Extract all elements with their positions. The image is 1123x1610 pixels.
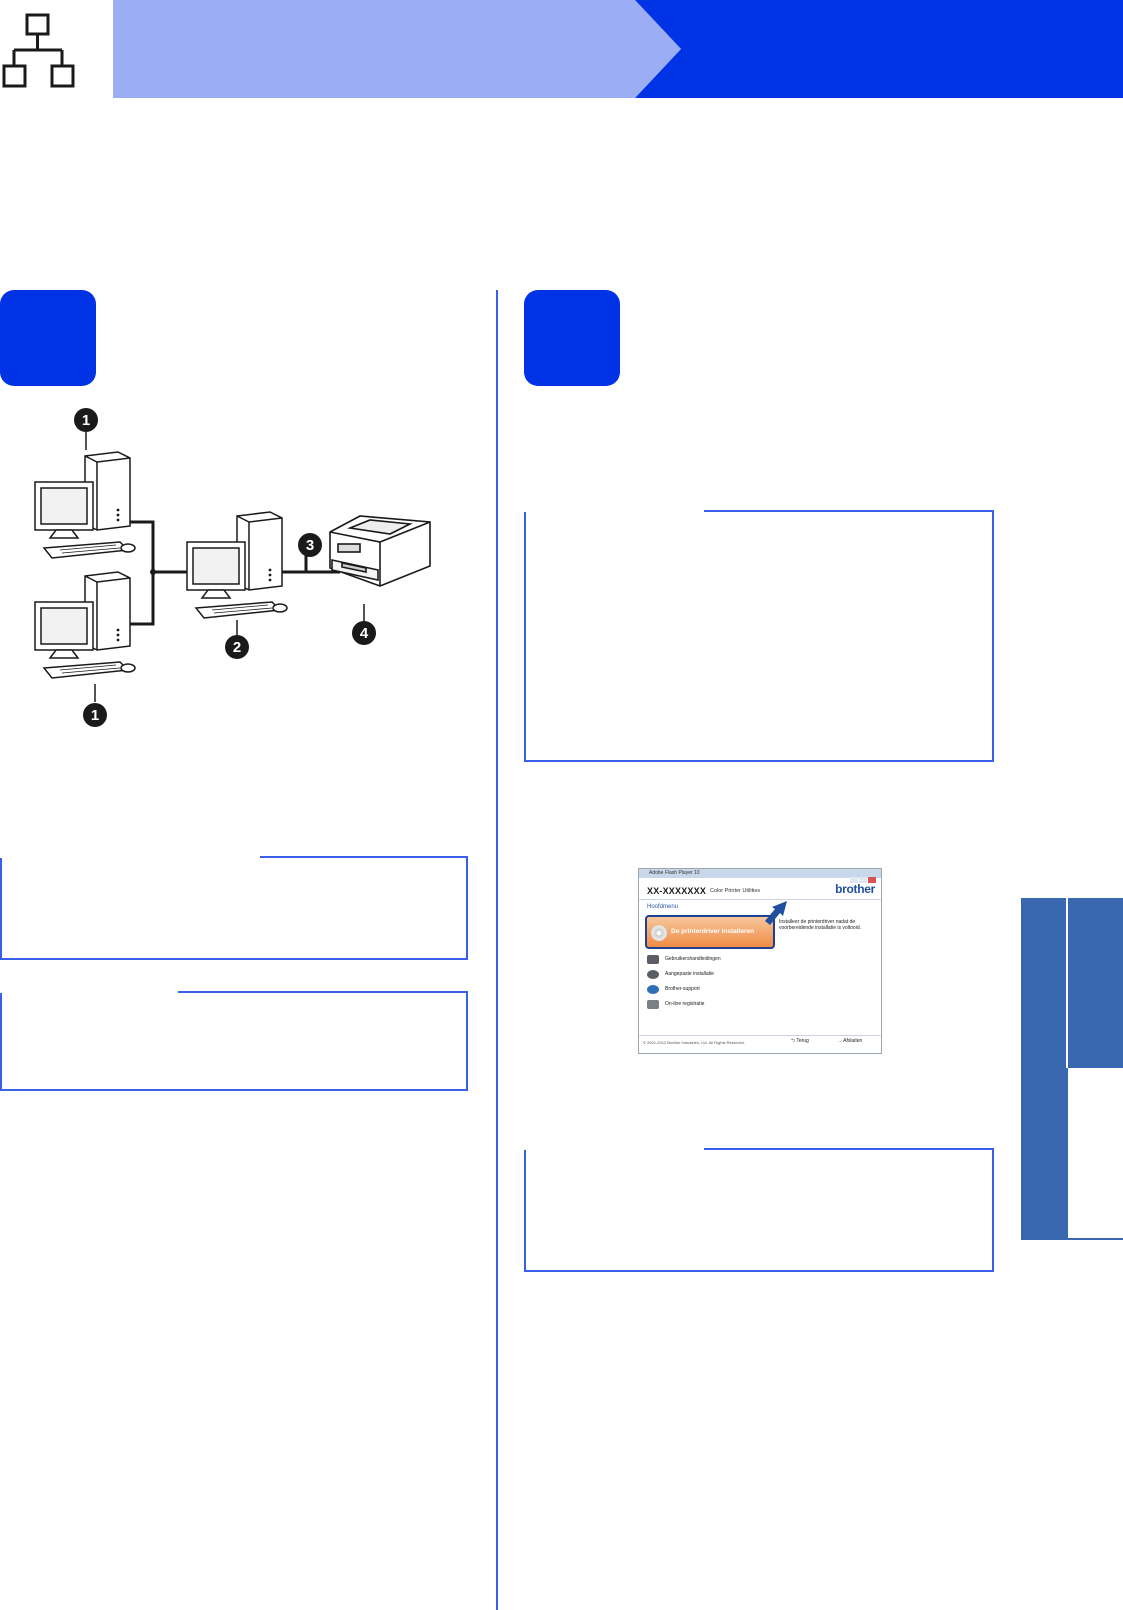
dialog-menu-heading: Hoofdmenu <box>647 904 679 910</box>
callout-3: 3 <box>298 533 322 557</box>
installer-screenshot: Adobe Flash Player 10 XX-XXXXXXX Color P… <box>638 868 882 1054</box>
note-box-right-2 <box>524 1148 994 1272</box>
callout-4: 4 <box>352 621 376 645</box>
install-driver-label: De printerdriver installeren <box>671 928 755 935</box>
column-divider <box>496 290 498 1610</box>
desktop-computer-icon <box>34 571 136 679</box>
side-tab-border-bottom <box>1021 1238 1123 1240</box>
header-banner <box>113 0 1123 98</box>
note-box-left-1 <box>0 856 468 960</box>
step-badge-right <box>524 290 620 386</box>
svg-text:4: 4 <box>360 625 369 642</box>
callout-line-1-bottom <box>94 684 96 702</box>
dialog-titlebar: Adobe Flash Player 10 <box>639 869 881 883</box>
note-box-right-1 <box>524 510 994 762</box>
network-topology-icon <box>2 13 75 88</box>
note-box-left-2 <box>0 991 468 1091</box>
side-tab-border <box>1066 1068 1068 1240</box>
callout-1-top: 1 <box>74 408 98 432</box>
cd-disc-icon <box>651 925 667 941</box>
menu-item-brother-support[interactable]: Brother-support <box>647 984 777 996</box>
gear-icon <box>647 970 659 979</box>
side-tab-section <box>1068 898 1123 1068</box>
menu-item-user-guides[interactable]: Gebruikershandleidingen <box>647 954 777 966</box>
support-icon <box>647 985 659 994</box>
svg-text:2: 2 <box>233 639 241 656</box>
books-icon <box>647 955 659 964</box>
callout-line-4 <box>363 604 365 622</box>
install-driver-button[interactable]: De printerdriver installeren <box>645 915 775 949</box>
callout-2: 2 <box>225 635 249 659</box>
menu-item-online-registration[interactable]: On-line registratie <box>647 999 777 1011</box>
brother-logo: brother <box>835 882 875 896</box>
pointer-arrow-icon <box>765 901 787 925</box>
back-button[interactable]: ⮌ Terug <box>791 1038 809 1044</box>
install-description: Installeer de printerdriver nadat de voo… <box>779 919 861 931</box>
dialog-model-name: XX-XXXXXXX <box>647 886 707 896</box>
callout-line-1-top <box>85 432 87 450</box>
side-tab-dark <box>1021 898 1066 1238</box>
svg-text:1: 1 <box>91 707 99 724</box>
step-badge-left <box>0 290 96 386</box>
window-controls <box>849 870 879 883</box>
laser-printer-icon <box>329 515 431 587</box>
registration-icon <box>647 1000 659 1009</box>
svg-text:3: 3 <box>306 537 314 554</box>
menu-item-custom-install[interactable]: Aangepaste installatie <box>647 969 777 981</box>
desktop-computer-icon <box>34 451 136 559</box>
callout-1-bottom: 1 <box>83 703 107 727</box>
dialog-model-subtitle: Color Printer Utilities <box>710 888 761 894</box>
desktop-computer-icon <box>186 511 288 619</box>
dialog-title: Adobe Flash Player 10 <box>649 870 700 876</box>
svg-text:1: 1 <box>82 412 90 429</box>
dialog-copyright: © 2001-2012 Brother Industries, Ltd. All… <box>643 1040 745 1045</box>
callout-line-2 <box>236 620 238 636</box>
exit-button[interactable]: → Afsluiten <box>837 1038 863 1044</box>
